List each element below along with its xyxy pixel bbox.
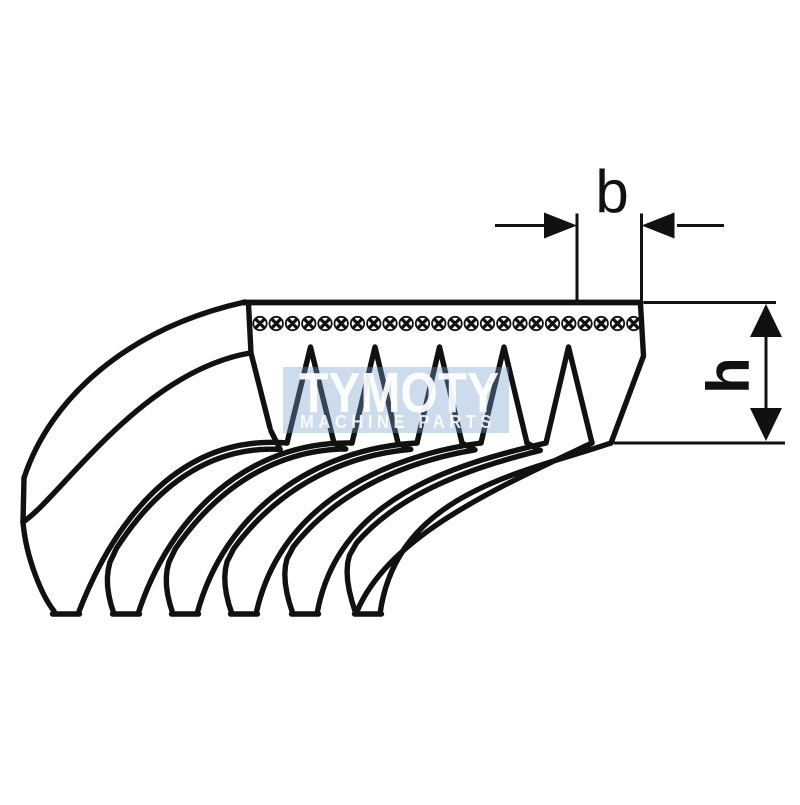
svg-text:TYMOTY: TYMOTY <box>299 361 499 425</box>
svg-text:b: b <box>595 158 628 225</box>
svg-text:h: h <box>695 357 762 394</box>
svg-text:MACHINE PARTS: MACHINE PARTS <box>300 412 496 432</box>
